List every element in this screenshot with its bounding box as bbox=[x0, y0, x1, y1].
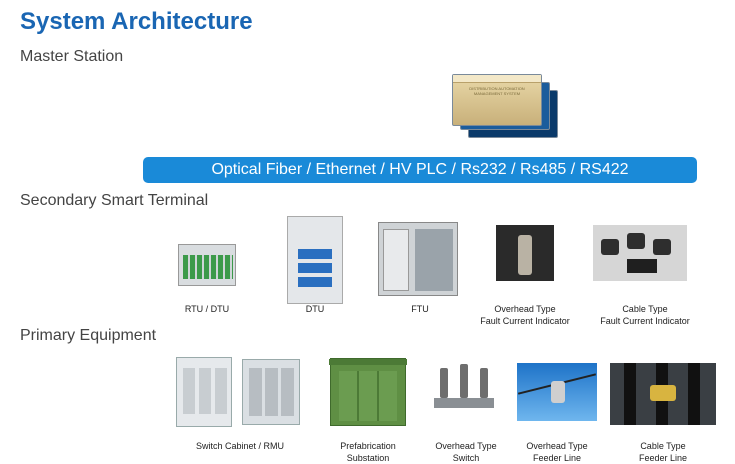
overhead-fci-label-line1: Overhead Type bbox=[494, 304, 556, 314]
master-station-screens-image: DISTRIBUTION AUTOMATION MANAGEMENT SYSTE… bbox=[440, 72, 562, 140]
ftu-image bbox=[378, 222, 458, 296]
overhead-fci-body bbox=[518, 235, 532, 275]
rtu-dtu-label-line1: RTU / DTU bbox=[184, 304, 230, 314]
primary-equipment-heading: Primary Equipment bbox=[20, 327, 157, 344]
overhead-switch-label-line2: Switch bbox=[452, 453, 480, 463]
switch-cabinet-right bbox=[242, 359, 300, 425]
secondary-terminal-heading: Secondary Smart Terminal bbox=[20, 192, 209, 209]
ftu-label-line1: FTU bbox=[411, 304, 429, 314]
cable-fci-unit-3 bbox=[653, 239, 671, 255]
switch-cabinet-right-panel bbox=[249, 368, 295, 416]
overhead-fci-label-line2: Fault Current Indicator bbox=[480, 316, 570, 326]
master-station-heading: Master Station bbox=[20, 48, 124, 65]
overhead-feeder-label: Overhead Type Feeder Line bbox=[515, 440, 599, 464]
overhead-feeder-label-line2: Feeder Line bbox=[532, 453, 582, 463]
dtu-cabinet-image bbox=[287, 216, 343, 304]
prefab-substation-label-line2: Substation bbox=[346, 453, 390, 463]
overhead-switch-label-line1: Overhead Type bbox=[435, 441, 497, 451]
cable-feeder-label-line2: Feeder Line bbox=[638, 453, 688, 463]
dtu-panel bbox=[298, 247, 332, 287]
rtu-module-row bbox=[183, 255, 233, 279]
switch-cabinet-left-panel bbox=[183, 368, 227, 414]
cable-feeder-label: Cable Type Feeder Line bbox=[620, 440, 706, 464]
switch-cabinet-image bbox=[176, 357, 302, 427]
ftu-label: FTU bbox=[392, 303, 448, 315]
cable-feeder-image bbox=[610, 363, 716, 425]
overhead-switch-insulator-1 bbox=[440, 368, 448, 398]
cable-feeder-cable-3 bbox=[688, 363, 700, 425]
cable-feeder-label-line1: Cable Type bbox=[640, 441, 686, 451]
cable-fci-display bbox=[627, 259, 657, 273]
overhead-feeder-image bbox=[517, 363, 597, 421]
communication-bus-bar: Optical Fiber / Ethernet / HV PLC / Rs23… bbox=[143, 157, 697, 183]
cable-fci-unit-2 bbox=[627, 233, 645, 249]
overhead-switch-label: Overhead Type Switch bbox=[426, 440, 506, 464]
switch-cabinet-left bbox=[176, 357, 232, 427]
cable-feeder-sensor bbox=[650, 385, 676, 401]
cable-fci-label-line1: Cable Type bbox=[622, 304, 668, 314]
rtu-dtu-label: RTU / DTU bbox=[172, 303, 242, 315]
screen-front-header bbox=[453, 75, 541, 83]
prefab-substation-image bbox=[329, 358, 407, 426]
prefab-substation-roof bbox=[329, 359, 407, 365]
rtu-dtu-image bbox=[178, 244, 236, 286]
ftu-inner bbox=[415, 229, 453, 291]
cable-fci-image bbox=[593, 225, 687, 281]
cable-feeder-cable-1 bbox=[624, 363, 636, 425]
overhead-feeder-label-line1: Overhead Type bbox=[526, 441, 588, 451]
cable-fci-label: Cable Type Fault Current Indicator bbox=[585, 303, 705, 327]
ftu-door bbox=[383, 229, 409, 291]
cable-fci-label-line2: Fault Current Indicator bbox=[600, 316, 690, 326]
overhead-switch-image bbox=[432, 362, 496, 420]
overhead-switch-insulator-2 bbox=[460, 364, 468, 398]
switch-cabinet-label: Switch Cabinet / RMU bbox=[182, 440, 298, 452]
dtu-label-line1: DTU bbox=[305, 304, 325, 314]
overhead-feeder-device bbox=[551, 381, 565, 403]
overhead-fci-label: Overhead Type Fault Current Indicator bbox=[470, 303, 580, 327]
screen-front-text: DISTRIBUTION AUTOMATION MANAGEMENT SYSTE… bbox=[469, 86, 525, 96]
overhead-switch-base bbox=[434, 398, 494, 408]
prefab-substation-label-line1: Prefabrication bbox=[340, 441, 396, 451]
prefab-substation-label: Prefabrication Substation bbox=[328, 440, 408, 464]
switch-cabinet-label-line1: Switch Cabinet / RMU bbox=[195, 441, 285, 451]
page-title: System Architecture bbox=[20, 8, 253, 35]
prefab-substation-doors bbox=[339, 371, 397, 421]
screen-front: DISTRIBUTION AUTOMATION MANAGEMENT SYSTE… bbox=[452, 74, 542, 126]
overhead-switch-insulator-3 bbox=[480, 368, 488, 398]
dtu-label: DTU bbox=[285, 303, 345, 315]
overhead-fci-image bbox=[496, 225, 554, 281]
cable-fci-unit-1 bbox=[601, 239, 619, 255]
